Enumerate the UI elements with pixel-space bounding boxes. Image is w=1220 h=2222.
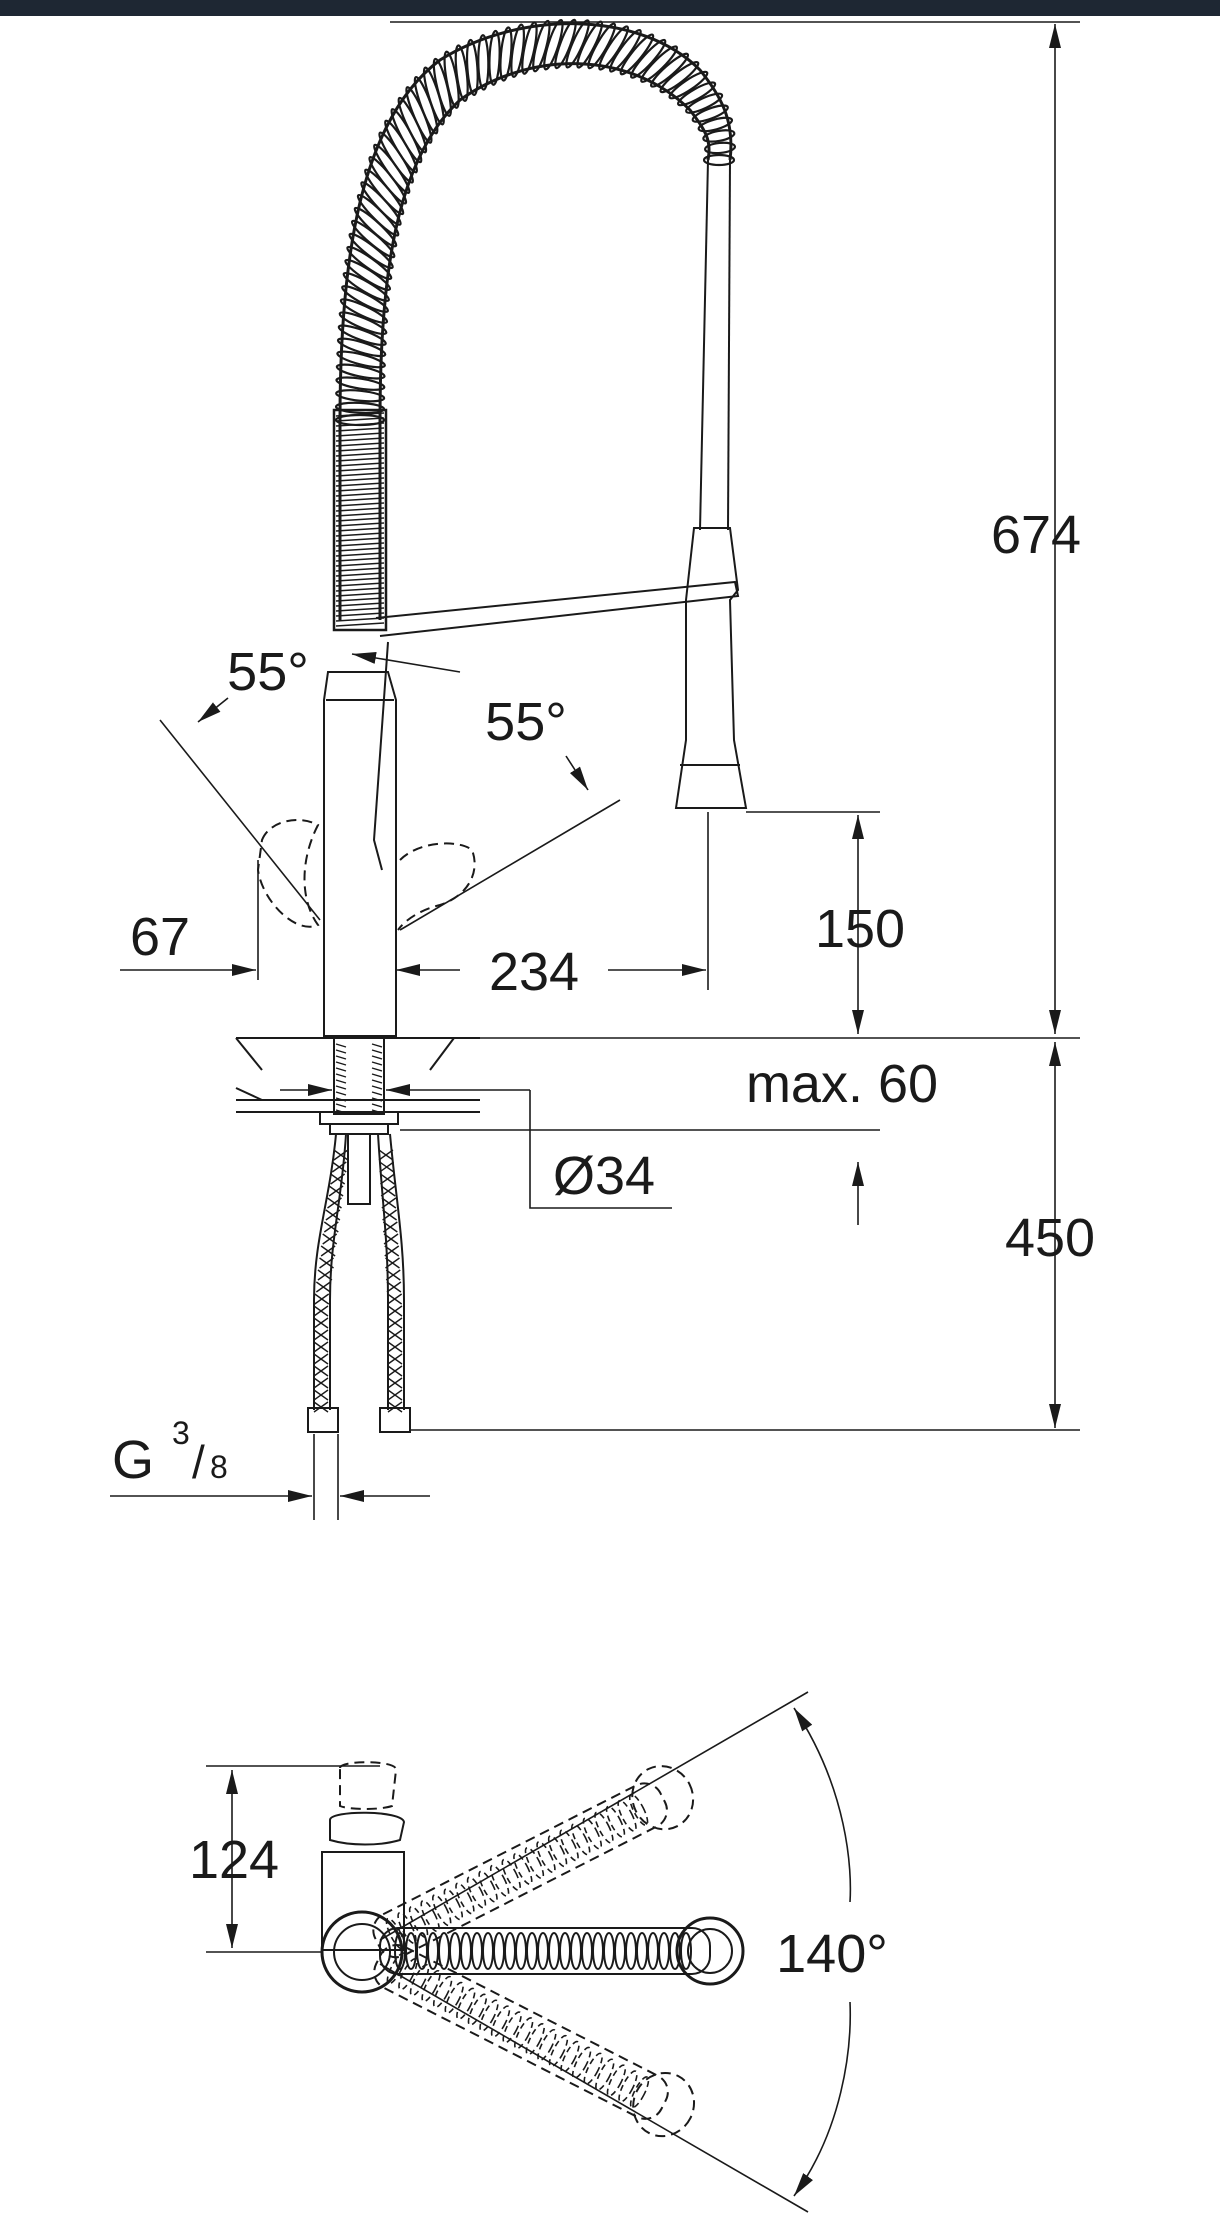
dim-reach: 234 (489, 942, 579, 1002)
dim-below-deck: 450 (1005, 1208, 1095, 1268)
spray-head (674, 527, 748, 809)
top-spout-spring (379, 1927, 711, 1975)
top-spout-swing-up (372, 1765, 695, 1959)
dim-spout-clearance: 150 (815, 899, 905, 959)
dim-hole-diameter: Ø34 (553, 1146, 655, 1206)
lever-right-dashed (397, 842, 476, 931)
spring-coil-turns (334, 18, 737, 427)
dim-thread-numerator: 3 (172, 1415, 190, 1451)
lever-left-dashed (256, 819, 320, 928)
top-status-bar (0, 0, 1220, 16)
dim-handle-offset: 67 (130, 907, 190, 967)
hose-right (699, 159, 709, 531)
braided-hoses (307, 1133, 411, 1433)
spring-tight-section (335, 412, 385, 627)
side-view: 674 450 150 max. 60 234 67 55° 55° (110, 18, 1095, 1520)
top-spout-swing-down (373, 1943, 696, 2138)
dim-lever-angle-right: 55° (485, 692, 567, 752)
dim-swivel-angle: 140° (776, 1924, 888, 1984)
spout-arm (375, 580, 740, 637)
dim-lever-angle-left: 55° (227, 642, 309, 702)
dim-thread-g: G (112, 1430, 154, 1490)
dim-thread-denominator: 8 (210, 1449, 228, 1485)
svg-text:/: / (192, 1436, 205, 1488)
top-body (321, 1851, 405, 1951)
threaded-shank (333, 1037, 385, 1115)
faucet-body (323, 671, 397, 1037)
dim-max-deck: max. 60 (746, 1054, 938, 1114)
spring-coil (332, 18, 737, 632)
top-view: 124 140° (189, 1691, 888, 2213)
top-lever-dashed (339, 1761, 397, 1810)
dim-top-depth: 124 (189, 1830, 279, 1890)
dim-total-height: 674 (991, 505, 1081, 565)
